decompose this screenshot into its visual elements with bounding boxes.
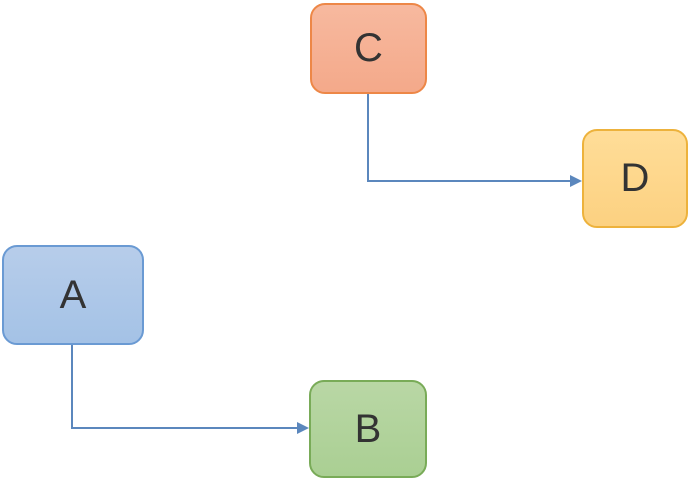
- node-d: D: [582, 129, 688, 228]
- node-c: C: [310, 3, 427, 94]
- connector-a-to-b: [71, 345, 309, 434]
- arrowhead-icon: [570, 175, 582, 187]
- node-b: B: [309, 380, 427, 478]
- connector-c-to-d-line: [367, 94, 570, 182]
- node-a: A: [2, 245, 144, 345]
- node-c-label: C: [354, 26, 383, 70]
- node-a-label: A: [59, 272, 87, 317]
- node-b-label: B: [354, 406, 382, 451]
- node-d-label: D: [620, 156, 650, 200]
- connector-c-to-d: [367, 94, 582, 187]
- connector-a-to-b-line: [71, 345, 297, 429]
- arrowhead-icon: [297, 422, 309, 434]
